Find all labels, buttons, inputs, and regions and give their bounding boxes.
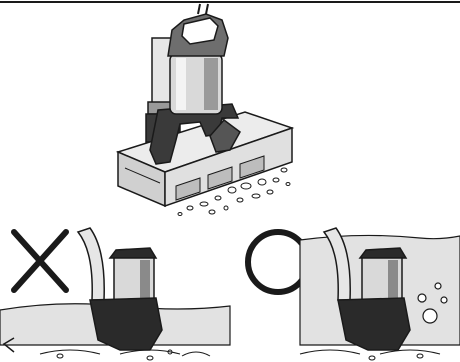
bottom-left-panel xyxy=(0,228,230,360)
cross-mark-icon xyxy=(14,232,66,290)
top-illustration xyxy=(0,2,460,216)
hose-icon xyxy=(78,228,104,300)
sediment-icon xyxy=(40,350,210,360)
sediment-icon xyxy=(300,350,440,360)
circle-mark-icon xyxy=(248,232,308,292)
bottom-right-panel xyxy=(248,228,460,360)
